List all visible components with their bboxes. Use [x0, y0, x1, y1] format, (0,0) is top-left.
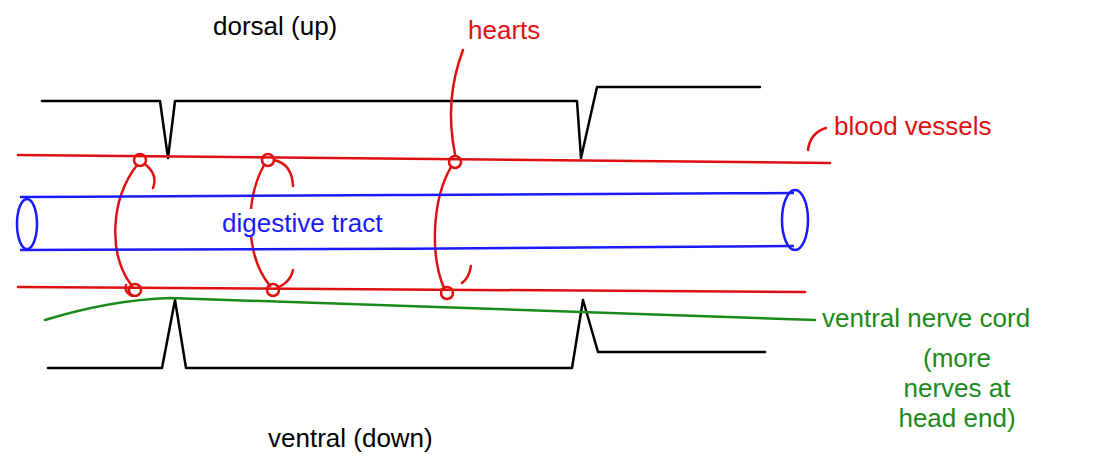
heart-arc	[146, 165, 154, 188]
tube-wall	[20, 246, 794, 250]
part-label: blood vessels	[834, 112, 992, 142]
heart-arc	[274, 160, 293, 186]
dorsal-body-wall	[42, 87, 760, 158]
tube-end	[782, 190, 808, 250]
orientation-label: ventral (down)	[268, 424, 433, 454]
hearts-leader	[451, 50, 463, 154]
heart-dot	[441, 287, 453, 299]
heart-dot	[262, 154, 274, 166]
note-label: (more nerves at head end)	[882, 344, 1032, 434]
orientation-label: dorsal (up)	[213, 12, 337, 42]
tube-wall	[20, 193, 794, 197]
heart-rings	[115, 154, 471, 299]
heart-arc	[279, 270, 293, 287]
tube-outline	[14, 186, 814, 260]
heart-arc	[462, 266, 471, 283]
ventral-body-wall	[48, 300, 765, 368]
nerve-cord-line	[45, 298, 815, 320]
vessels-leader	[808, 128, 826, 150]
heart-dot	[267, 284, 279, 296]
part-label: hearts	[468, 16, 540, 46]
part-label: ventral nerve cord	[822, 304, 1030, 334]
heart-dot	[449, 156, 461, 168]
dorsal-blood-vessel	[18, 155, 830, 163]
digestive-tube: digestive tract	[14, 186, 814, 260]
organ-label: digestive tract	[218, 209, 386, 238]
tube-end	[17, 199, 37, 249]
heart-arc	[115, 165, 137, 286]
heart-arc	[435, 167, 451, 288]
heart-dot	[129, 284, 141, 296]
heart-dot	[134, 154, 146, 166]
ventral-blood-vessel	[18, 287, 805, 292]
